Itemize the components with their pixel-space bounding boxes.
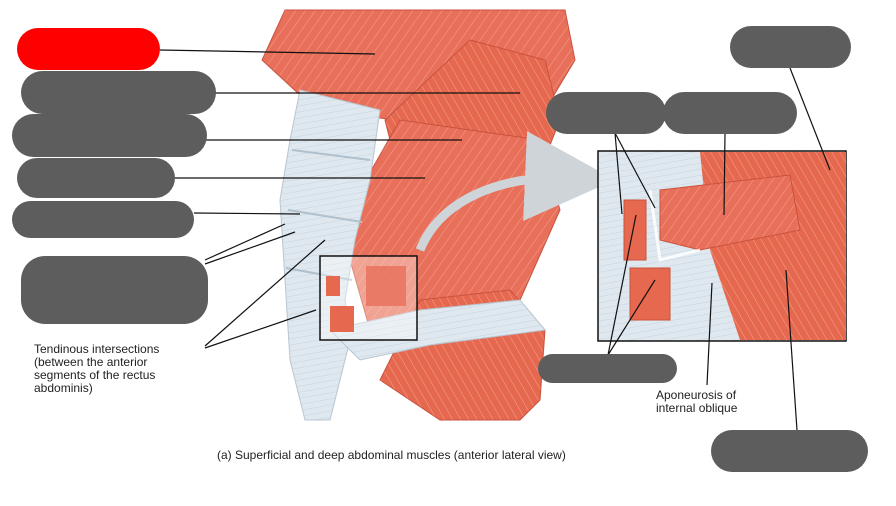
label-pill-4[interactable] (17, 158, 175, 198)
label-pill-3[interactable] (12, 114, 207, 157)
figure-caption: (a) Superficial and deep abdominal muscl… (217, 448, 566, 462)
label-pill-8[interactable] (663, 92, 797, 134)
label-pill-11[interactable] (711, 430, 868, 472)
label-pill-9[interactable] (730, 26, 851, 68)
label-pill-7[interactable] (546, 92, 666, 134)
aponeurosis-label: Aponeurosis of internal oblique (656, 389, 776, 415)
label-pill-5[interactable] (12, 201, 194, 238)
label-pill-10[interactable] (538, 354, 677, 383)
label-pill-6[interactable] (21, 256, 208, 324)
label-pill-1[interactable] (17, 28, 160, 70)
tendinous-intersections-label: Tendinous intersections (between the ant… (34, 343, 214, 395)
label-pill-2[interactable] (21, 71, 216, 114)
